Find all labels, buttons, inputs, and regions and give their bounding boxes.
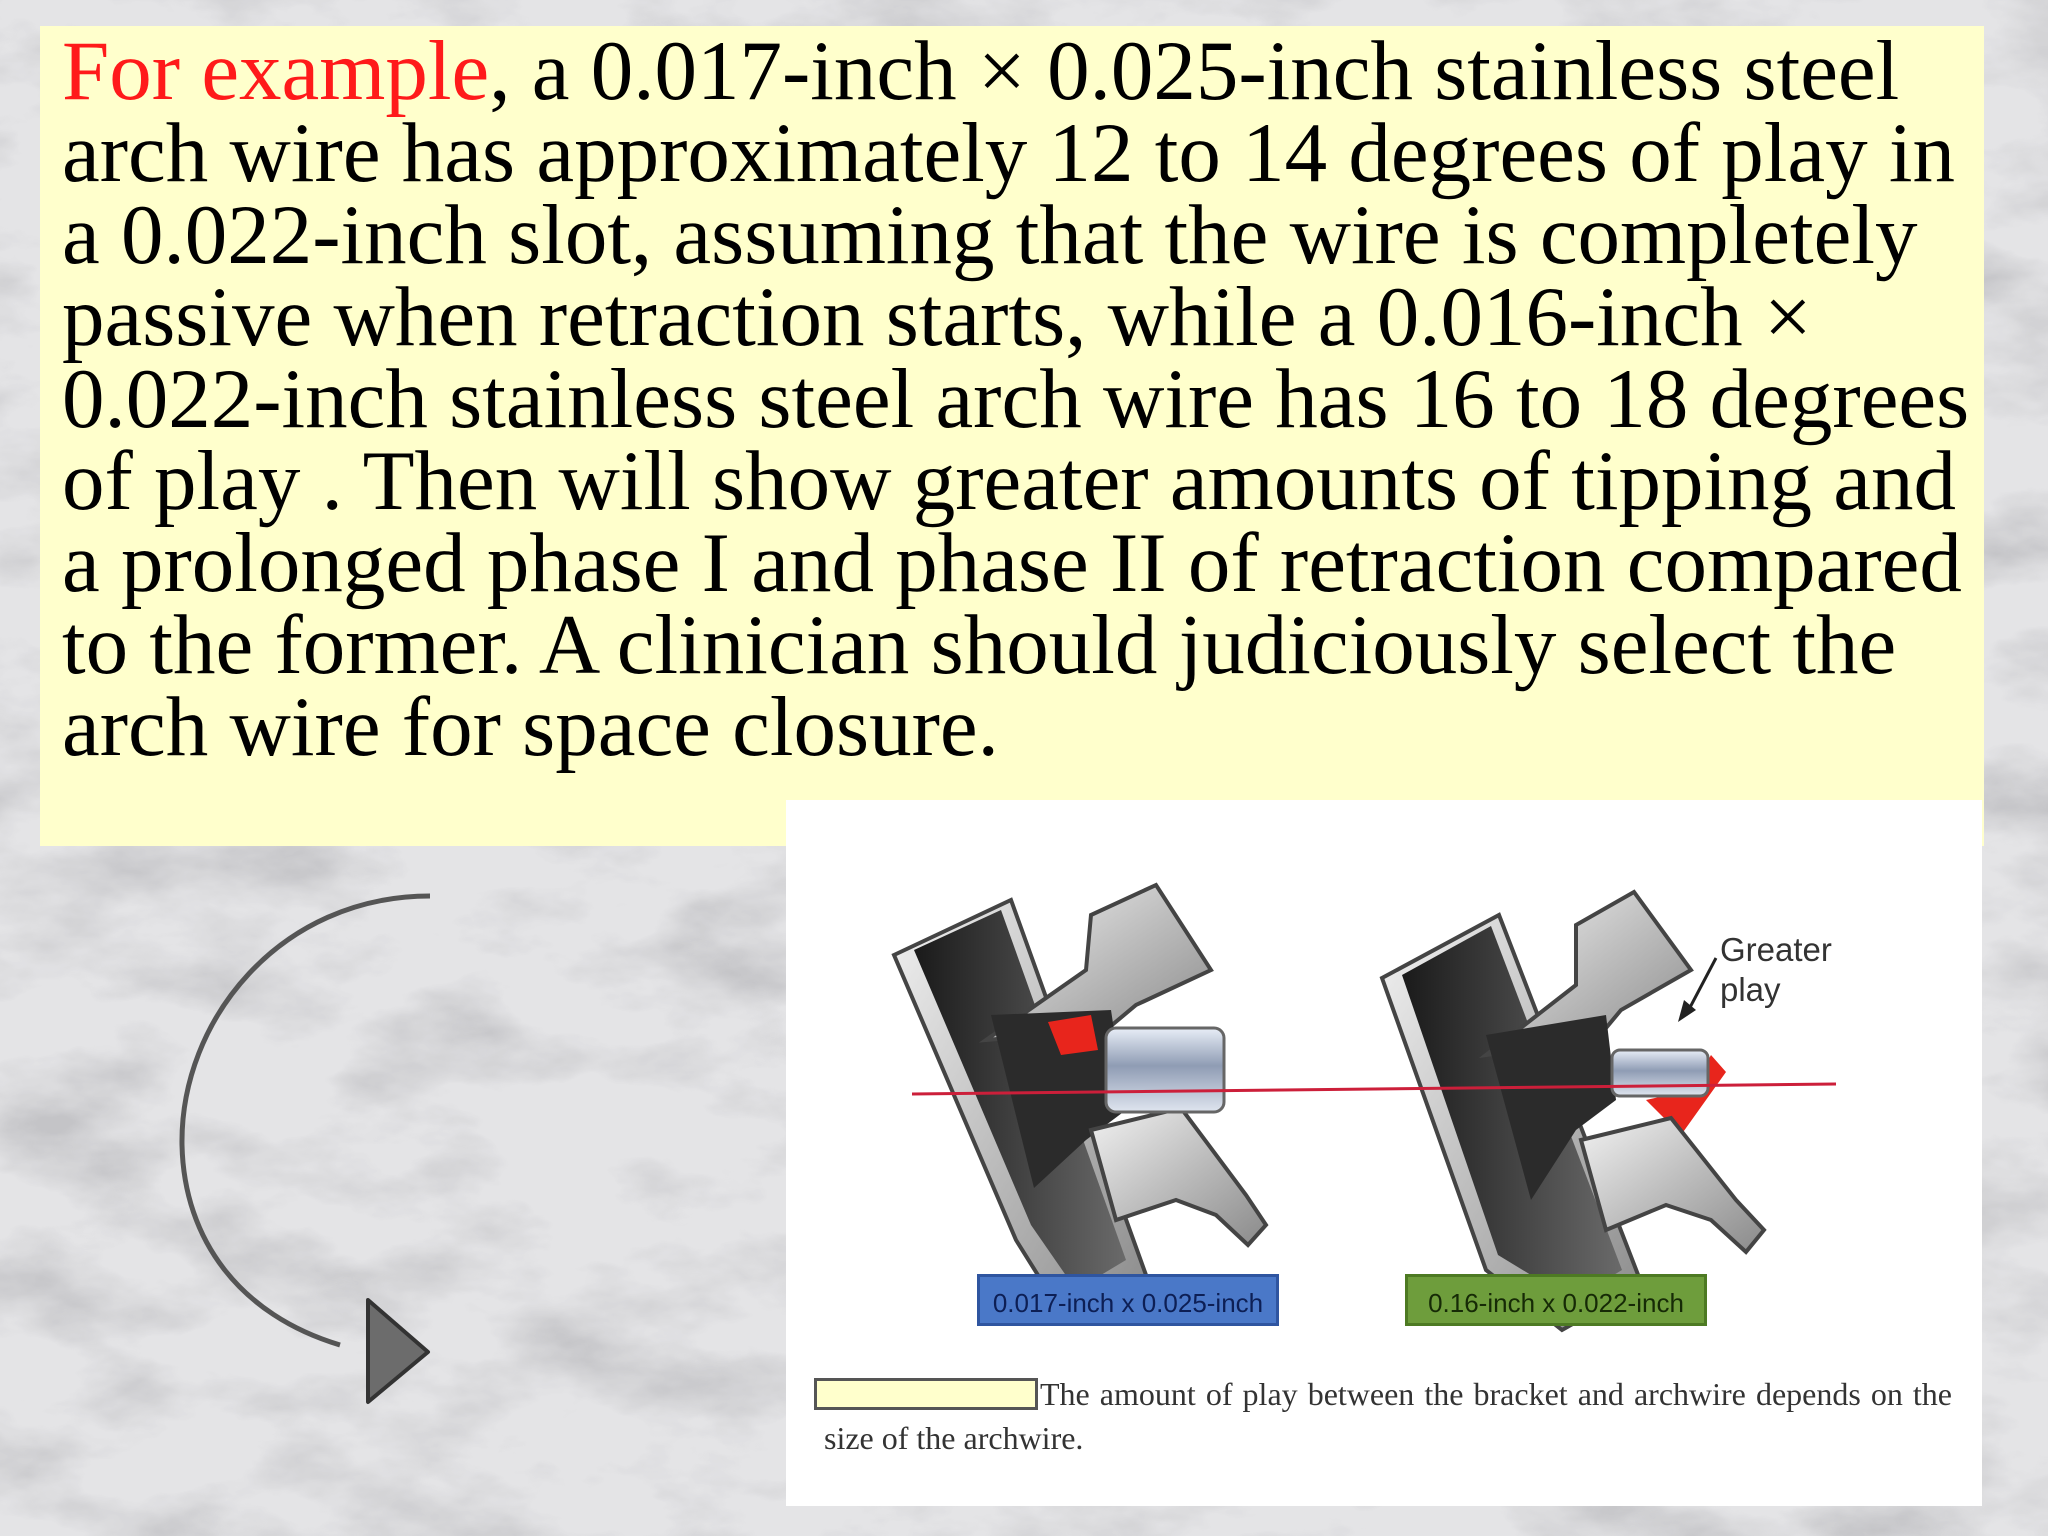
annotation-arrow-icon — [1684, 957, 1718, 1016]
figure-caption: The amount of play between the bracket a… — [824, 1376, 1952, 1456]
main-paragraph: For example, a 0.017-inch × 0.025-inch s… — [62, 29, 1992, 770]
bracket-diagram — [891, 882, 1837, 1333]
wire-size-label-right: 0.16-inch x 0.022-inch — [1405, 1274, 1707, 1326]
curved-arrow-icon[interactable] — [170, 880, 450, 1420]
highlight-lead: For example — [62, 24, 490, 118]
text-box: For example, a 0.017-inch × 0.025-inch s… — [40, 26, 1984, 846]
left-bracket — [891, 882, 1269, 1323]
wire-line — [911, 1082, 1837, 1096]
paragraph-body: , a 0.017-inch × 0.025-inch stainless st… — [62, 24, 1970, 774]
wire-size-label-left: 0.017-inch x 0.025-inch — [977, 1274, 1279, 1326]
right-bracket — [1379, 889, 1767, 1333]
greater-play-annotation: Greater play — [1720, 931, 1832, 1008]
bracket-figure: 0.017-inch x 0.025-inch 0.16-inch x 0.02… — [786, 800, 1982, 1506]
caption-tag — [814, 1378, 1038, 1410]
